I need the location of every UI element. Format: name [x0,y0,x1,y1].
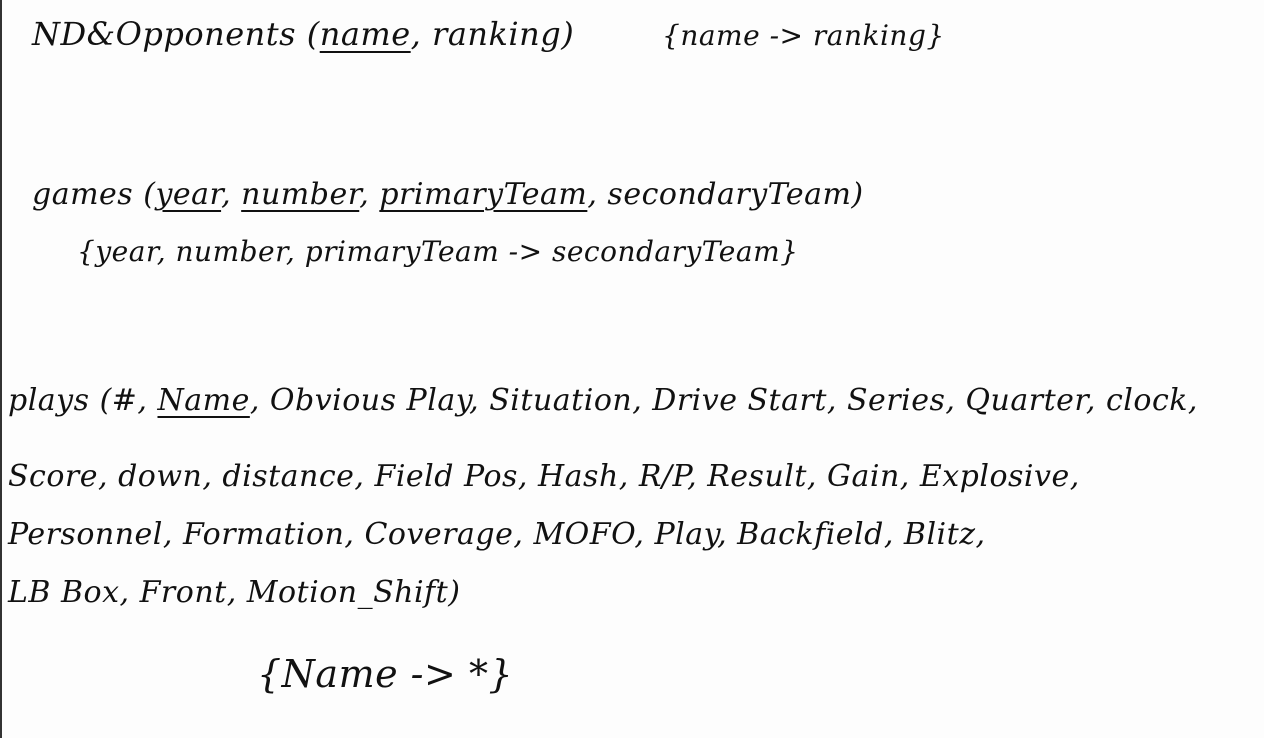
nd-opponents-open: ( [296,15,320,53]
plays-line-1-rest: , Obvious Play, Situation, Drive Start, … [249,383,1198,418]
nd-opponents-fd: {name -> ranking} [662,19,945,52]
nd-opponents-relation: ND&Opponents (name, ranking) [32,18,574,50]
plays-relation-line-2: Score, down, distance, Field Pos, Hash, … [8,459,1080,494]
games-relation: games (year, number, primaryTeam, second… [32,180,864,210]
plays-open: plays (#, [8,383,158,418]
games-rest: , secondaryTeam) [587,177,864,212]
plays-relation-line-4: LB Box, Front, Motion_Shift) [8,575,461,610]
games-open: games ( [32,177,156,212]
games-key-year: year [155,177,222,212]
games-key-number: number [241,177,360,212]
nd-opponents-rest: , ranking) [410,15,575,53]
games-comma-1: , [221,177,242,212]
plays-relation-line-3: Personnel, Formation, Coverage, MOFO, Pl… [8,517,986,552]
nd-opponents-key: name [319,15,411,53]
plays-key: Name [157,383,250,418]
games-comma-2: , [359,177,380,212]
plays-fd: {Name -> *} [257,652,514,696]
games-key-primary-team: primaryTeam [379,177,588,212]
games-fd: {year, number, primaryTeam -> secondaryT… [77,235,799,268]
plays-relation-line-1: plays (#, Name, Obvious Play, Situation,… [8,386,1198,416]
nd-opponents-name: ND&Opponents [32,15,297,53]
